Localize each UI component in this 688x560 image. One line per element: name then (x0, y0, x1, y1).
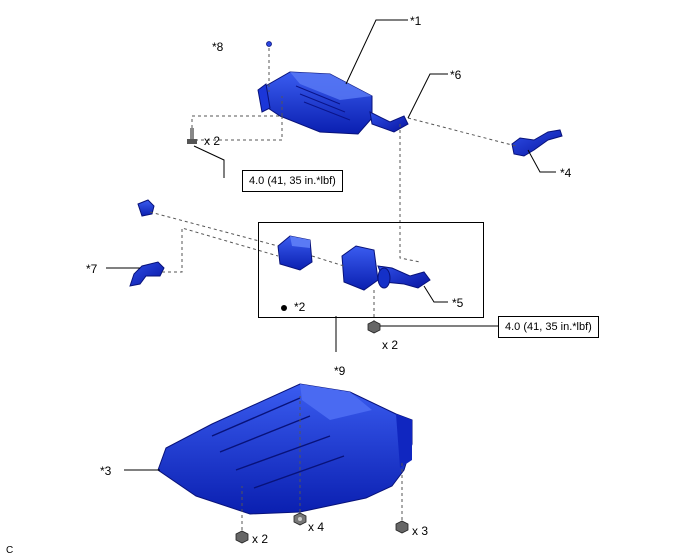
hose-4-part (511, 129, 563, 157)
bolt-left-part (187, 128, 197, 144)
callout-5: *5 (452, 296, 464, 310)
hose-7-part (129, 261, 165, 287)
qty-right-nut: x 2 (382, 338, 399, 352)
callout-7: *7 (86, 262, 98, 276)
canister-part (257, 71, 409, 135)
torque-spec-lower: 4.0 (41, 35 in.*lbf) (498, 316, 599, 338)
subassembly-frame (258, 222, 484, 318)
undercover-part (157, 383, 413, 515)
fastener-bottom-mid (293, 512, 307, 526)
bolt-8-part (266, 41, 272, 47)
corner-mark: C (6, 545, 14, 556)
part-2-component (277, 235, 313, 271)
part-2-dot (281, 305, 287, 311)
callout-9: *9 (334, 364, 346, 378)
callout-3: *3 (100, 464, 112, 478)
torque-spec-upper: 4.0 (41, 35 in.*lbf) (242, 170, 343, 192)
nut-right-part (367, 320, 381, 334)
callout-2: *2 (294, 300, 306, 314)
qty-top-bolt: x 2 (204, 134, 221, 148)
callout-4: *4 (560, 166, 572, 180)
qty-bottom-left: x 2 (252, 532, 269, 546)
callout-8: *8 (212, 40, 224, 54)
part-5-component (341, 245, 431, 291)
qty-bottom-right: x 3 (412, 524, 429, 538)
fastener-bottom-left (235, 530, 249, 544)
assembly-dashed-lines (149, 48, 517, 530)
fastener-bottom-right (395, 520, 409, 534)
callout-6: *6 (450, 68, 462, 82)
leader-lines (106, 19, 556, 471)
connector-upper-left-part (137, 199, 155, 217)
callout-1: *1 (410, 14, 422, 28)
qty-bottom-mid: x 4 (308, 520, 325, 534)
